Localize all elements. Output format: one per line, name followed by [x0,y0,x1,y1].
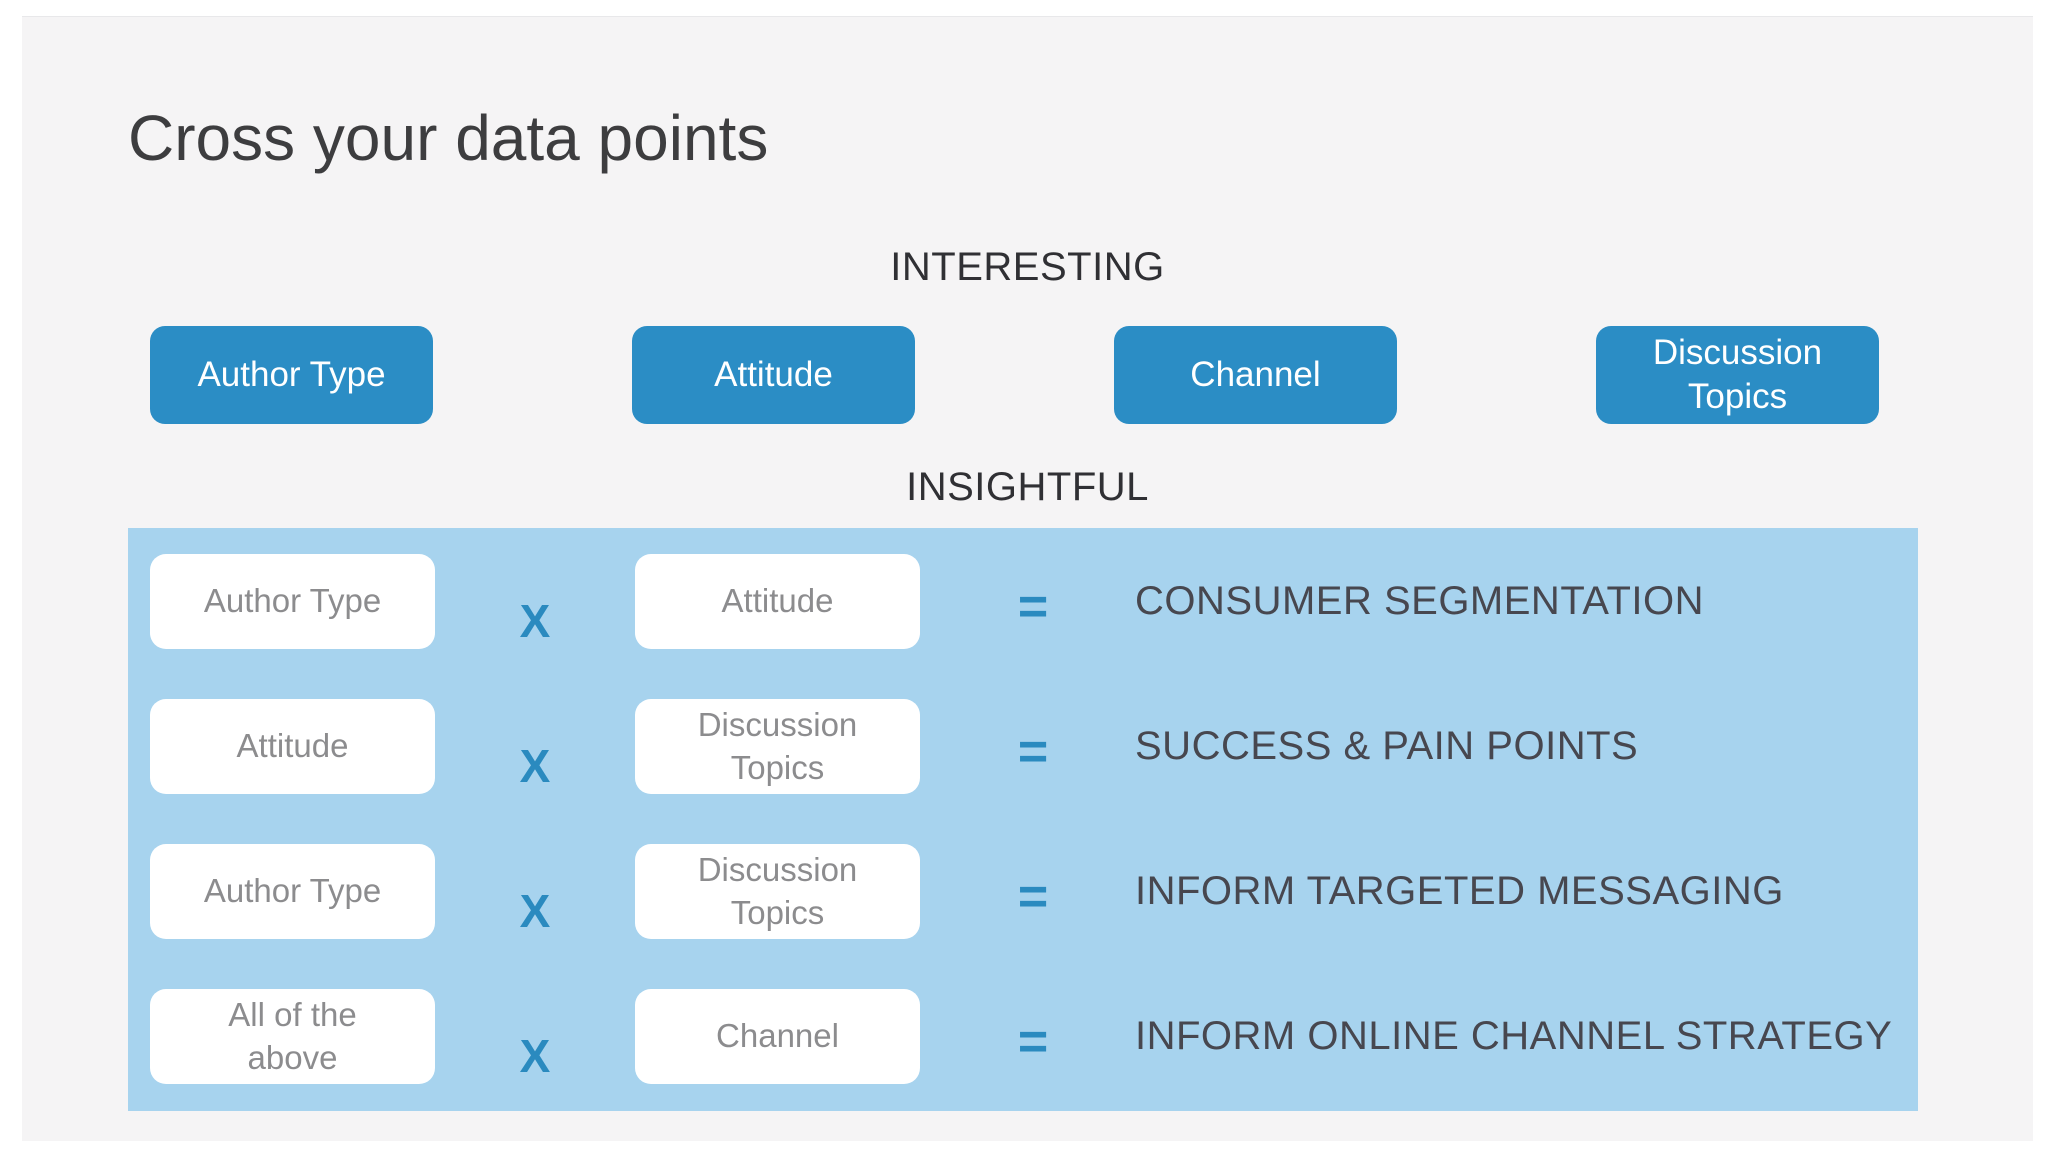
combination-row: Author Type X Discussion Topics = INFORM… [128,844,1918,939]
multiply-operator: X [519,595,551,647]
row-input-left: Author Type [150,554,435,649]
equals-operator: = [1017,1013,1049,1071]
insightful-panel: Author Type X Attitude = CONSUMER SEGMEN… [128,528,1918,1111]
row-input-left: Author Type [150,844,435,939]
multiply-operator: X [519,740,551,792]
chip-channel: Channel [1114,326,1397,424]
row-result: SUCCESS & PAIN POINTS [1135,724,1639,768]
row-result: INFORM TARGETED MESSAGING [1135,869,1784,913]
row-result: INFORM ONLINE CHANNEL STRATEGY [1135,1014,1893,1058]
insightful-heading: INSIGHTFUL [906,465,1149,509]
combination-row: Attitude X Discussion Topics = SUCCESS &… [128,699,1918,794]
chip-discussion-topics: Discussion Topics [1596,326,1879,424]
slide-background: Cross your data points INTERESTING Autho… [22,16,2033,1141]
equals-operator: = [1017,723,1049,781]
row-input-right: Attitude [635,554,920,649]
row-result: CONSUMER SEGMENTATION [1135,579,1705,623]
combination-row: Author Type X Attitude = CONSUMER SEGMEN… [128,554,1918,649]
row-input-right: Discussion Topics [635,844,920,939]
row-input-right: Channel [635,989,920,1084]
chip-attitude: Attitude [632,326,915,424]
combination-row: All of the above X Channel = INFORM ONLI… [128,989,1918,1084]
row-input-right: Discussion Topics [635,699,920,794]
multiply-operator: X [519,1030,551,1082]
chip-author-type: Author Type [150,326,433,424]
multiply-operator: X [519,885,551,937]
equals-operator: = [1017,868,1049,926]
slide-title: Cross your data points [128,102,769,174]
interesting-heading: INTERESTING [890,245,1165,289]
row-input-left: Attitude [150,699,435,794]
equals-operator: = [1017,578,1049,636]
row-input-left: All of the above [150,989,435,1084]
